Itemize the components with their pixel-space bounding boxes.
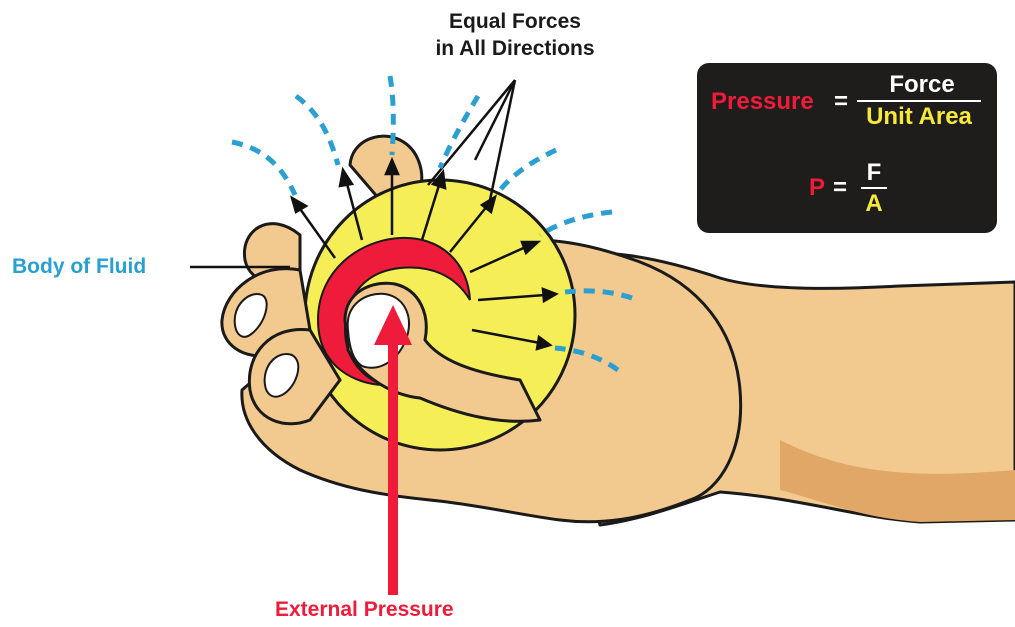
formula-f: F bbox=[863, 159, 885, 187]
field-line bbox=[500, 150, 556, 190]
short-fraction-bar bbox=[861, 187, 887, 189]
field-line bbox=[296, 96, 338, 165]
field-line bbox=[232, 142, 295, 195]
pressure-formula-panel: Pressure = Force Unit Area P = F A bbox=[697, 63, 997, 233]
formula-short-equals: = bbox=[833, 174, 847, 202]
fraction-bar bbox=[857, 100, 981, 102]
formula-a: A bbox=[863, 190, 885, 218]
formula-p: P bbox=[809, 174, 825, 202]
equal-forces-line1: Equal Forces bbox=[400, 8, 630, 35]
equal-forces-label: Equal Forces in All Directions bbox=[400, 8, 630, 62]
formula-denominator: Unit Area bbox=[855, 103, 983, 131]
formula-numerator: Force bbox=[863, 71, 981, 99]
field-line bbox=[390, 76, 393, 155]
field-line bbox=[540, 212, 612, 235]
formula-equals: = bbox=[834, 88, 848, 116]
equal-forces-line2: in All Directions bbox=[400, 35, 630, 62]
body-of-fluid-label: Body of Fluid bbox=[12, 255, 146, 279]
external-pressure-label: External Pressure bbox=[275, 598, 454, 622]
formula-pressure-term: Pressure bbox=[711, 88, 814, 116]
